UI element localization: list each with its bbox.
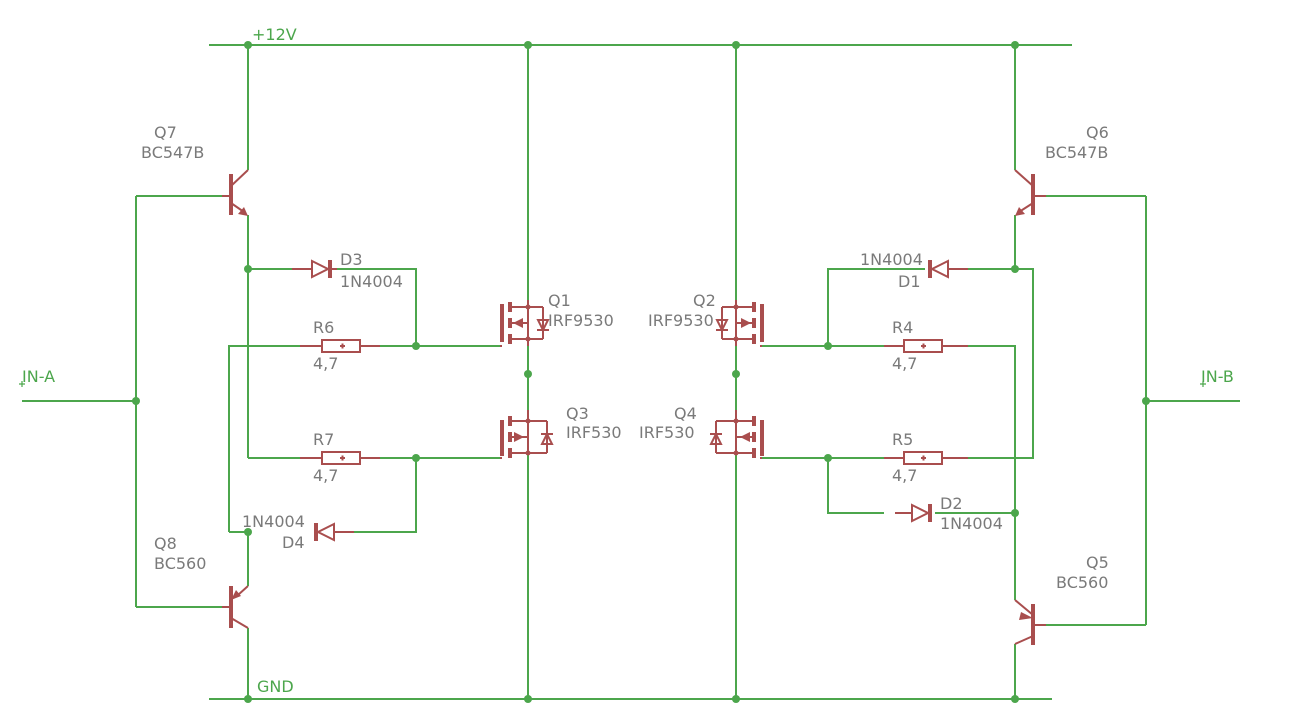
junction-dot	[732, 41, 740, 49]
d4-diode	[314, 522, 354, 542]
r7-resistor	[300, 451, 380, 465]
q7-transistor	[222, 169, 249, 216]
in-a-wire	[22, 195, 222, 608]
q6-name: Q6	[1086, 123, 1109, 142]
q4-name: Q4	[674, 404, 697, 423]
q2-name: Q2	[693, 291, 716, 310]
q2-value: IRF9530	[648, 311, 714, 330]
junction-dot	[132, 397, 140, 405]
q5-value: BC560	[1056, 573, 1108, 592]
q5-name: Q5	[1086, 553, 1109, 572]
junction-dot	[1011, 695, 1019, 703]
q3-mosfet	[500, 410, 554, 459]
r5-resistor	[884, 451, 968, 465]
junction-dot	[1011, 509, 1019, 517]
r4-name: R4	[892, 318, 913, 337]
d4-name: D4	[282, 533, 305, 552]
q7-name: Q7	[154, 123, 177, 142]
q6-value: BC547B	[1045, 143, 1108, 162]
junction-dot	[732, 370, 740, 378]
in-b-net-label: IN-B	[1201, 367, 1234, 386]
q1-value: IRF9530	[548, 311, 614, 330]
in-a-net-label: IN-A	[22, 367, 55, 386]
d2-diode	[895, 503, 932, 523]
r7-name: R7	[313, 430, 334, 449]
junction-dot	[824, 454, 832, 462]
junction-dot	[1011, 41, 1019, 49]
right-feedback-wire	[760, 345, 1016, 514]
q3-name: Q3	[566, 404, 589, 423]
d1-value: 1N4004	[860, 250, 923, 269]
r4-resistor	[884, 339, 968, 353]
q8-value: BC560	[154, 554, 206, 573]
junction-dot	[524, 41, 532, 49]
r7-value: 4,7	[313, 466, 338, 485]
d4-value: 1N4004	[242, 512, 305, 531]
r5-value: 4,7	[892, 466, 917, 485]
in-b-wire	[1046, 195, 1240, 626]
junction-dot	[412, 342, 420, 350]
junction-dot	[524, 695, 532, 703]
r6-resistor	[300, 339, 380, 353]
r5-name: R5	[892, 430, 913, 449]
q7-value: BC547B	[141, 143, 204, 162]
d2-name: D2	[940, 494, 963, 513]
q5-transistor	[1014, 599, 1046, 645]
q8-name: Q8	[154, 534, 177, 553]
q8-transistor	[222, 585, 249, 629]
junction-dot	[412, 454, 420, 462]
junction-dot	[244, 265, 252, 273]
d3-value: 1N4004	[340, 272, 403, 291]
junctions	[132, 41, 1150, 703]
r4-value: 4,7	[892, 354, 917, 373]
q4-mosfet	[709, 410, 764, 459]
d3-name: D3	[340, 250, 363, 269]
d1-name: D1	[898, 272, 921, 291]
junction-dot	[732, 695, 740, 703]
d2-value: 1N4004	[940, 514, 1003, 533]
d1-diode	[928, 259, 968, 279]
junction-dot	[244, 528, 252, 536]
vcc-net-label: +12V	[252, 25, 297, 44]
q3-value: IRF530	[566, 423, 622, 442]
junction-dot	[824, 342, 832, 350]
junction-dot	[524, 370, 532, 378]
q4-value: IRF530	[639, 423, 695, 442]
left-column-wire	[247, 45, 417, 699]
right-column-wire	[827, 45, 1034, 699]
net-markers	[19, 42, 1206, 702]
left-feedback-wire	[228, 345, 500, 533]
q1-mosfet	[500, 300, 550, 347]
gnd-net-label: GND	[257, 677, 294, 696]
junction-dot	[1011, 265, 1019, 273]
r6-value: 4,7	[313, 354, 338, 373]
junction-dot	[1142, 397, 1150, 405]
q6-transistor	[1014, 169, 1046, 216]
q1-name: Q1	[548, 291, 571, 310]
q2-mosfet	[715, 300, 764, 347]
r6-name: R6	[313, 318, 334, 337]
d3-diode	[292, 259, 337, 279]
